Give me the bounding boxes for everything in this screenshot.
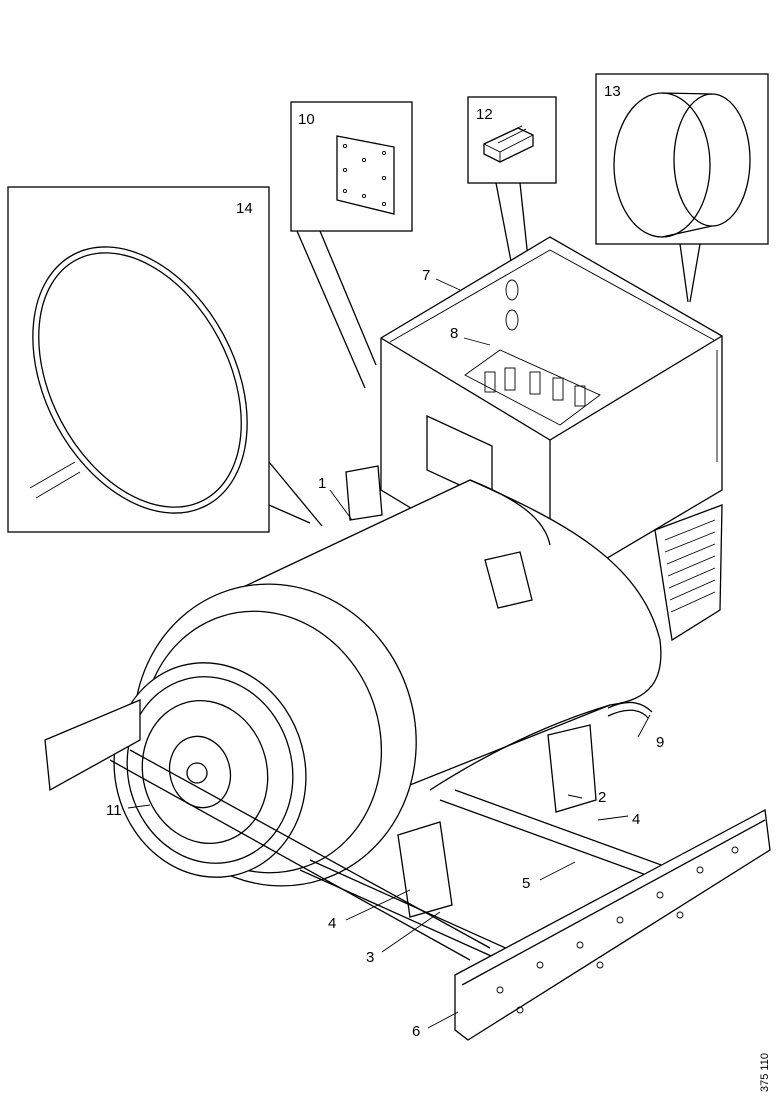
callout-3: 3 xyxy=(366,949,374,966)
seal-ring-outer xyxy=(32,246,248,514)
cover-plate xyxy=(336,135,395,215)
callout-11: 11 xyxy=(106,802,122,819)
callout-leaders xyxy=(127,278,651,1029)
callout-4-right: 4 xyxy=(632,811,640,828)
drain-hose xyxy=(607,701,653,713)
drawing-reference: 375 110 xyxy=(759,1053,771,1092)
callout-14: 14 xyxy=(236,200,253,217)
callout-6: 6 xyxy=(412,1023,420,1040)
callout-1: 1 xyxy=(318,475,326,492)
detail-box-14 xyxy=(7,186,270,533)
callout-2: 2 xyxy=(598,789,606,806)
coupling-disc xyxy=(113,662,307,878)
callout-7: 7 xyxy=(422,267,430,284)
base-frame xyxy=(44,699,771,1041)
seal-ring-inner xyxy=(38,252,242,508)
leader-13 xyxy=(679,243,689,303)
callout-8: 8 xyxy=(450,325,458,342)
callout-10: 10 xyxy=(298,111,315,128)
leader-14 xyxy=(268,461,323,527)
callout-13: 13 xyxy=(604,83,621,100)
detail-box-10 xyxy=(290,101,413,232)
detail-box-12 xyxy=(467,96,557,184)
detail-box-13 xyxy=(595,73,769,245)
callout-4-left: 4 xyxy=(328,915,336,932)
callout-9: 9 xyxy=(656,734,664,751)
callout-5: 5 xyxy=(522,875,530,892)
callout-12: 12 xyxy=(476,106,493,123)
leader-10 xyxy=(296,230,366,389)
